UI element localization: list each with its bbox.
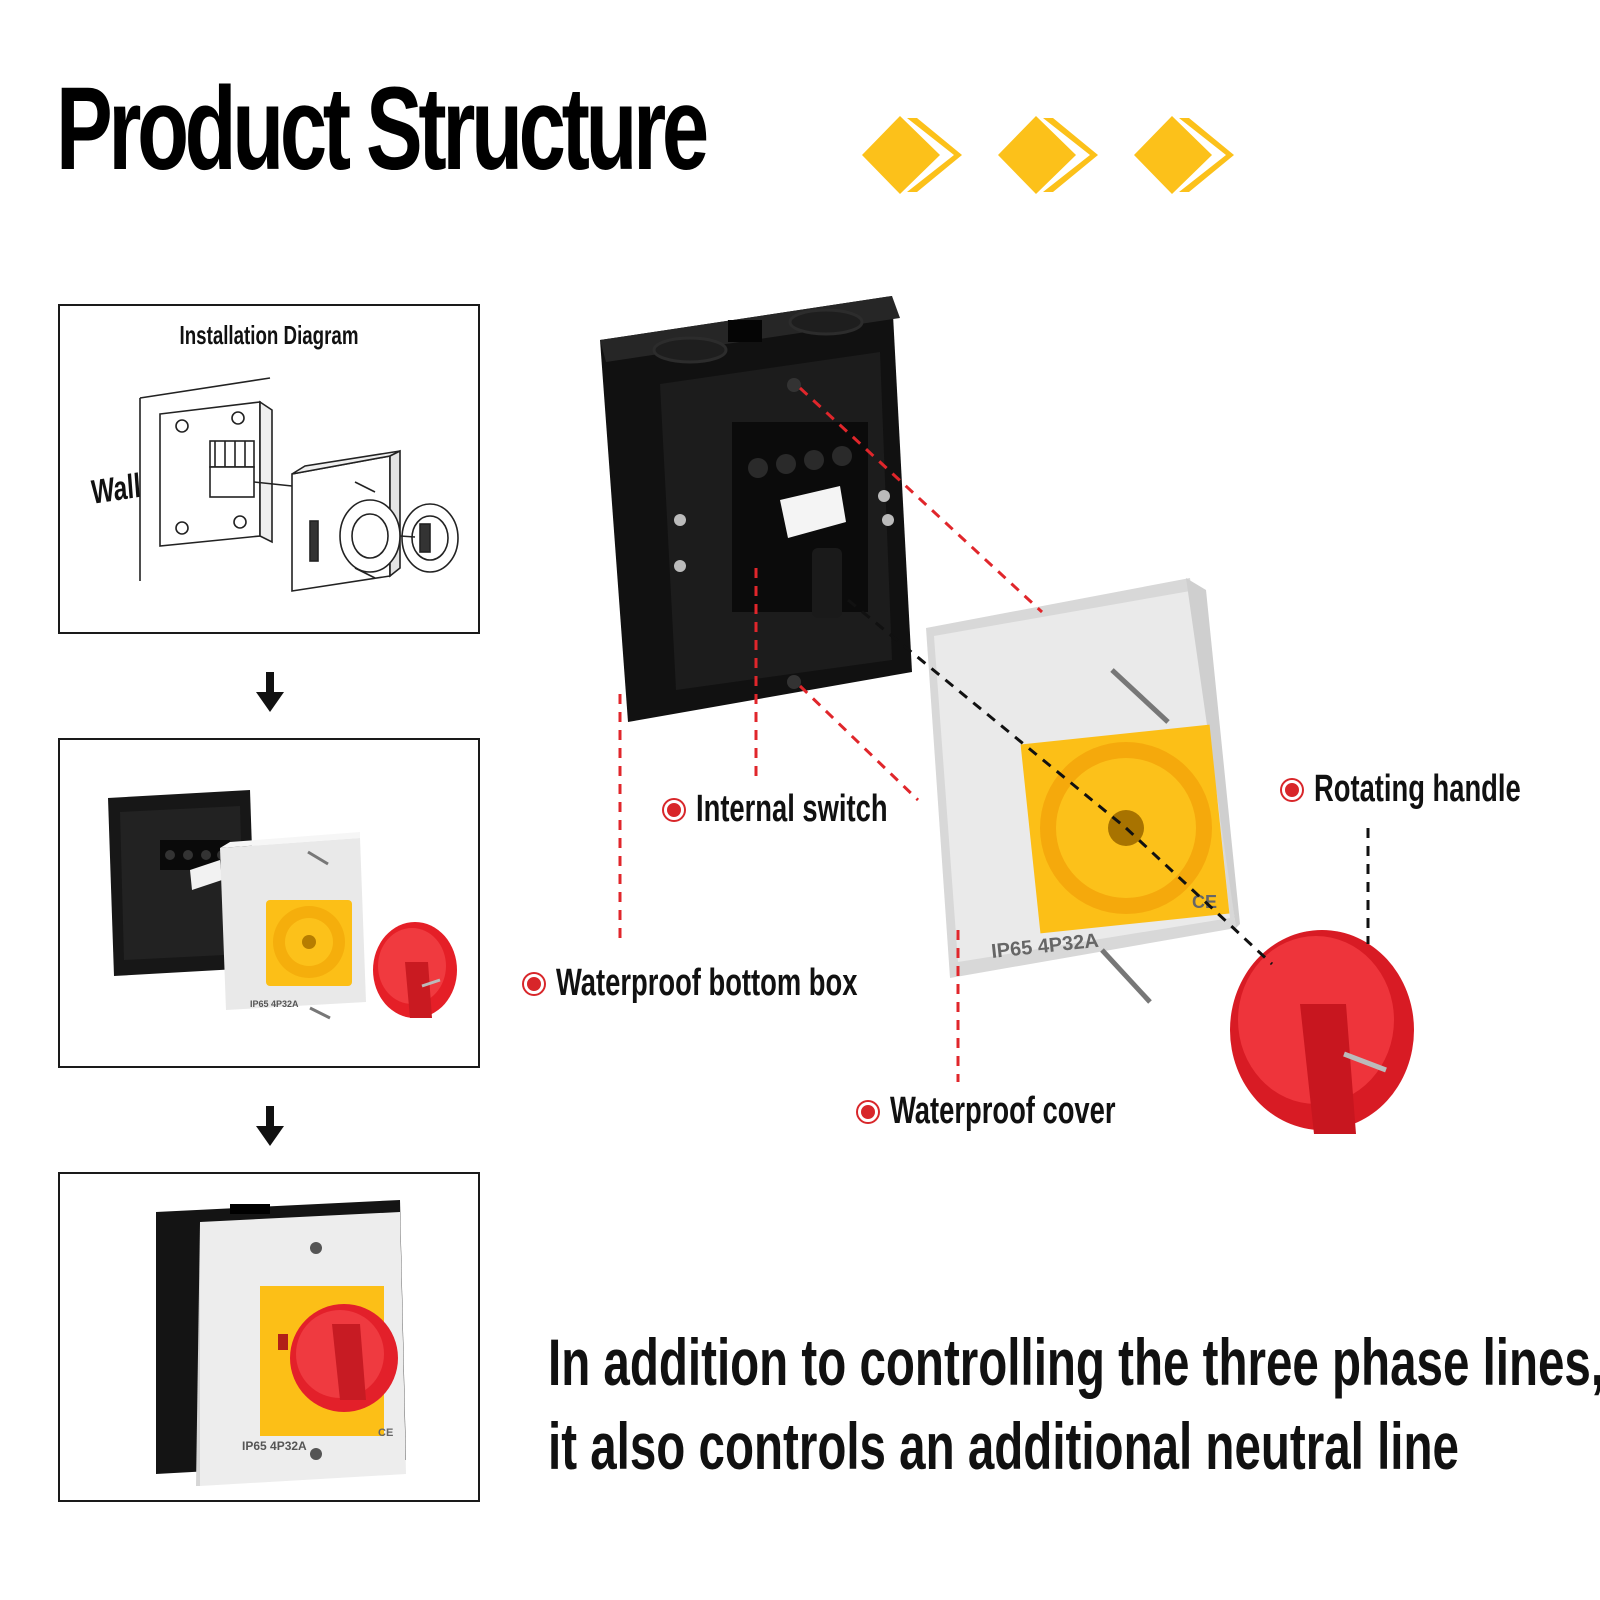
installation-line-drawing [139,377,459,592]
main-exploded-illustration: IP65 4P32A CE [600,296,1414,1134]
description-line-1: In addition to controlling the three pha… [548,1325,1600,1399]
callout-dot-icon [524,973,544,994]
callout-rotating-handle-text: Rotating handle [1314,768,1521,810]
internal-switch [674,422,894,618]
cover-marking-small: IP65 4P32A [250,999,299,1009]
callout-internal-switch-text: Internal switch [696,788,888,830]
callout-internal-switch: Internal switch [664,788,962,831]
installation-diagram-panel: Installation Diagram Wall [58,304,480,634]
arrow-down-icon [256,1106,284,1146]
chevron-decoration-icon [1134,116,1234,194]
chevron-decoration-icon [862,116,962,194]
assembled-view-panel: IP65 4P32A CE [58,1172,480,1502]
waterproof-cover: IP65 4P32A CE [926,578,1240,1004]
callout-dot-icon [1282,779,1302,800]
cover-marking-assembled: IP65 4P32A [242,1439,307,1453]
exploded-view-panel: IP65 4P32A [58,738,480,1068]
callout-dot-icon [664,799,684,820]
arrow-down-icon [256,672,284,712]
ce-mark-assembled: CE [378,1427,393,1439]
callout-waterproof-cover: Waterproof cover [858,1090,1203,1133]
product-description: In addition to controlling the three pha… [548,1320,1600,1488]
callout-dot-icon [858,1101,878,1122]
chevron-decoration-icon [998,116,1098,194]
callout-rotating-handle: Rotating handle [1282,768,1600,811]
installation-diagram-title: Installation Diagram [179,320,359,350]
callout-waterproof-cover-text: Waterproof cover [890,1090,1116,1132]
callout-waterproof-bottom-box-text: Waterproof bottom box [556,962,858,1004]
page-title: Product Structure [56,63,709,195]
description-line-2: it also controls an additional neutral l… [548,1409,1459,1483]
rotating-handle [1230,930,1414,1134]
exploded-switch-illustration: IP65 4P32A [108,790,457,1020]
assembled-switch-illustration: IP65 4P32A CE [156,1200,406,1486]
callout-waterproof-bottom-box: Waterproof bottom box [524,962,975,1005]
